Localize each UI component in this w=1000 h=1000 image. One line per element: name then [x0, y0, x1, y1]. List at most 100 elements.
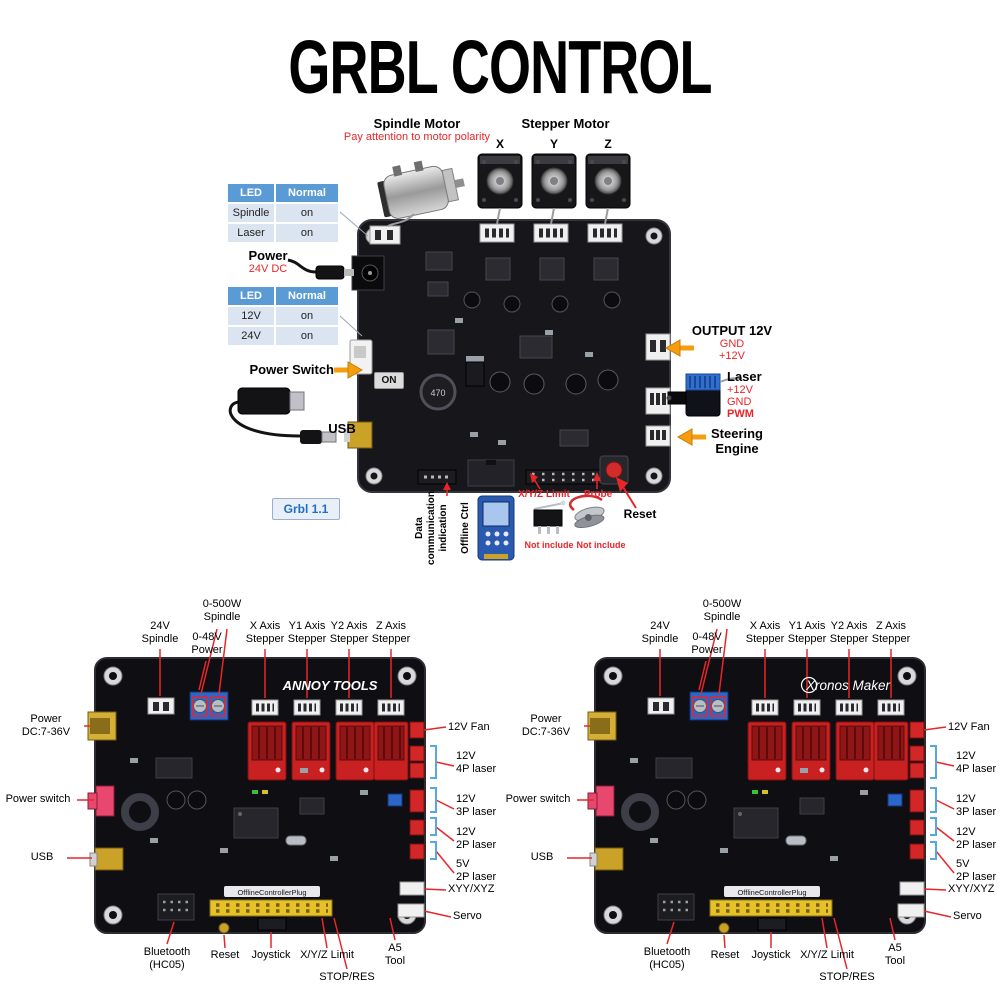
callout-bluetooth: Bluetooth (HC05)	[643, 946, 691, 971]
red-arrows	[443, 472, 637, 509]
board-unit-right: 24V Spindle 0-500W Spindle 0-48V Power X…	[500, 595, 1000, 1000]
page-title: GRBL CONTROL	[288, 25, 712, 109]
output-12v-label: OUTPUT 12V	[691, 323, 773, 338]
orange-arrows	[334, 339, 706, 446]
laser-pwm: PWM	[727, 408, 754, 420]
board-brand-right: Xronos Maker	[805, 678, 891, 693]
probe-clip-graphic	[569, 494, 605, 529]
callout-12v-2p-laser: 12V 2P laser	[956, 826, 997, 851]
led-row-state: on	[276, 204, 338, 222]
offline-ctrl-label: Offline Ctrl	[460, 502, 471, 554]
callout-power-dc: Power DC:7-36V	[21, 713, 71, 738]
probe-label: Probe	[583, 489, 613, 500]
callout-0-500w-spindle: 0-500W Spindle	[702, 598, 742, 623]
callout-stop-res: STOP/RES	[819, 971, 875, 983]
callout-joystick: Joystick	[751, 949, 791, 961]
output-gnd: GND	[719, 338, 745, 350]
table-pointer-lines	[339, 211, 369, 337]
led-row-name: 24V	[228, 327, 274, 345]
callout-12v-3p-laser: 12V 3P laser	[456, 793, 497, 818]
callout-y1-axis: Y1 Axis Stepper	[287, 620, 327, 645]
callout-joystick: Joystick	[251, 949, 291, 961]
callout-12v-4p-laser: 12V 4P laser	[956, 750, 997, 775]
callout-12v-3p-laser: 12V 3P laser	[956, 793, 997, 818]
axis-label-x: X	[495, 137, 504, 151]
stepper-driver-modules	[247, 721, 409, 781]
callout-a5-tool: A5 Tool	[384, 942, 406, 967]
output-plus12v: +12V	[719, 350, 745, 362]
callout-usb: USB	[530, 851, 554, 863]
grbl-version-badge: Grbl 1.1	[272, 498, 340, 520]
axis-label-z: Z	[604, 137, 612, 151]
callout-z-axis: Z Axis Stepper	[371, 620, 411, 645]
inductor	[419, 373, 457, 411]
steering-engine-label: Steering Engine	[710, 426, 763, 456]
callout-xyy-xyz: XYY/XYZ	[948, 883, 995, 895]
callout-power-dc: Power DC:7-36V	[521, 713, 571, 738]
callout-bluetooth: Bluetooth (HC05)	[143, 946, 191, 971]
callout-power-switch: Power switch	[505, 793, 571, 805]
callout-reset: Reset	[710, 949, 740, 961]
callout-z-axis: Z Axis Stepper	[871, 620, 911, 645]
callout-x-axis: X Axis Stepper	[745, 620, 785, 645]
silkscreen-label: OfflineControllerPlug	[237, 888, 306, 897]
grbl-board-graphic: 470	[344, 219, 671, 493]
board-unit-left: 24V Spindle 0-500W Spindle 0-48V Power X…	[0, 595, 500, 1000]
callout-12v-2p-laser: 12V 2P laser	[456, 826, 497, 851]
led-table-voltage: LED Normal 12V on 24V on	[228, 287, 338, 347]
bracket-marks	[430, 745, 437, 860]
callout-servo: Servo	[953, 910, 982, 922]
callout-12v-4p-laser: 12V 4P laser	[456, 750, 497, 775]
callout-0-500w-spindle: 0-500W Spindle	[202, 598, 242, 623]
stepper-motor-label: Stepper Motor	[521, 116, 610, 131]
axis-label-y: Y	[549, 137, 558, 151]
power-label: Power	[248, 248, 288, 263]
spindle-motor-note: Pay attention to motor polarity	[343, 131, 491, 143]
laser-plus12v: +12V	[727, 384, 753, 396]
reset-button	[218, 922, 230, 934]
power-switch-label: Power Switch	[249, 362, 334, 377]
callout-y2-axis: Y2 Axis Stepper	[829, 620, 869, 645]
led-header: LED	[228, 184, 274, 202]
callout-0-48v-power: 0-48V Power	[191, 631, 223, 656]
expansion-header	[209, 899, 333, 917]
callout-12v-fan: 12V Fan	[448, 721, 490, 733]
led-table-spindle: LED Normal Spindle on Laser on	[228, 184, 338, 244]
led-row-name: Laser	[228, 224, 274, 242]
not-include-limit: Not include	[524, 540, 574, 550]
reset-button	[605, 461, 623, 479]
led-row-state: on	[276, 327, 338, 345]
offline-controller-graphic	[477, 495, 515, 561]
not-include-probe: Not include	[576, 540, 626, 550]
callout-lines	[67, 628, 455, 970]
board-brand-left: ANNOY TOOLS	[282, 678, 378, 693]
limit-switch-graphic	[533, 500, 566, 534]
callout-12v-fan: 12V Fan	[948, 721, 990, 733]
callout-y2-axis: Y2 Axis Stepper	[329, 620, 369, 645]
laser-gnd: GND	[727, 396, 752, 408]
spindle-motor-graphic	[377, 160, 465, 219]
normal-header: Normal	[276, 287, 338, 305]
callout-xyz-limit: X/Y/Z Limit	[300, 949, 354, 961]
power-value: 24V DC	[248, 263, 288, 275]
data-comm-label: Data communication indication	[414, 491, 449, 565]
callout-a5-tool: A5 Tool	[884, 942, 906, 967]
xyz-limit-label: X/Y/Z Limit	[518, 489, 570, 500]
stepper-connectors	[479, 223, 623, 243]
brand-logo-icon	[800, 676, 818, 694]
usb-label: USB	[328, 421, 356, 436]
led-row-name: 12V	[228, 307, 274, 325]
inductor-value: 470	[430, 388, 445, 398]
led-header: LED	[228, 287, 274, 305]
callout-servo: Servo	[453, 910, 482, 922]
usb-cable-graphic	[228, 387, 337, 444]
stepper-motor-graphics	[477, 153, 631, 225]
callout-24v-spindle: 24V Spindle	[141, 620, 179, 645]
power-switch-on-label: ON	[374, 372, 404, 389]
callout-usb: USB	[30, 851, 54, 863]
callout-power-switch: Power switch	[5, 793, 71, 805]
dc-plug-graphic	[287, 258, 354, 280]
led-row-state: on	[276, 224, 338, 242]
